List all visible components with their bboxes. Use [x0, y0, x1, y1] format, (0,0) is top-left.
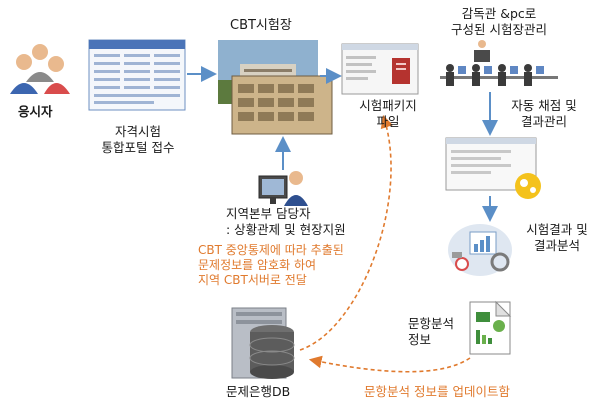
applicants-icon	[10, 44, 70, 94]
arrow-analysis-to-db	[308, 355, 471, 373]
results-label: 시험결과 및 결과분석	[516, 222, 598, 254]
grading-label-line2: 결과관리	[520, 114, 567, 129]
item-analysis-line1: 문항분석	[408, 316, 455, 331]
encryption-note-line1: CBT 중앙통제에 따라 추출된	[198, 243, 344, 257]
encryption-note-line3: 지역 CBT서버로 전달	[198, 273, 307, 287]
package-label-line2: 파일	[376, 114, 400, 129]
portal-label: 자격시험 통합포털 접수	[92, 124, 184, 156]
item-analysis-line2: 정보	[408, 332, 432, 347]
item-analysis-label: 문항분석 정보	[408, 316, 454, 348]
portal-label-line1: 자격시험	[114, 124, 161, 139]
update-note: 문항분석 정보를 업데이트함	[364, 384, 510, 399]
results-label-line1: 시험결과 및	[526, 222, 588, 237]
portal-screenshot	[88, 39, 186, 111]
regional-staff-label: 지역본부 담당자 : 상황관제 및 현장지원	[226, 206, 346, 238]
results-analysis-icon	[448, 224, 512, 276]
results-label-line2: 결과분석	[533, 238, 580, 253]
applicant-label: 응시자	[18, 104, 53, 119]
grading-label: 자동 채점 및 결과관리	[502, 98, 586, 130]
grading-screenshot	[445, 137, 541, 199]
supervisor-label-line2: 구성된 시험장관리	[451, 22, 547, 37]
encryption-note-line2: 문제정보를 암호화 하여	[198, 258, 317, 272]
regional-staff-line1: 지역본부 담당자	[226, 206, 311, 221]
regional-staff-icon	[258, 171, 308, 206]
grading-label-line1: 자동 채점 및	[511, 98, 577, 113]
item-analysis-document-icon	[469, 300, 512, 355]
portal-label-line2: 통합포털 접수	[101, 140, 175, 155]
arrow-db-to-package	[299, 114, 393, 351]
package-file-screenshot	[341, 43, 419, 95]
package-label-line1: 시험패키지	[359, 98, 417, 113]
package-label: 시험패키지 파일	[352, 98, 424, 130]
supervisor-label: 감독관 &pc로 구성된 시험장관리	[440, 6, 558, 38]
supervisor-label-line1: 감독관 &pc로	[461, 6, 537, 21]
question-bank-db-label: 문제은행DB	[226, 384, 291, 399]
cbt-venue-photo	[218, 40, 333, 135]
encryption-note: CBT 중앙통제에 따라 추출된 문제정보를 암호화 하여 지역 CBT서버로 …	[198, 243, 344, 288]
supervisor-room-icon	[440, 40, 558, 86]
venue-label: CBT시험장	[230, 18, 292, 33]
question-bank-db-icon	[231, 307, 295, 379]
regional-staff-line2: : 상황관제 및 현장지원	[226, 222, 346, 237]
